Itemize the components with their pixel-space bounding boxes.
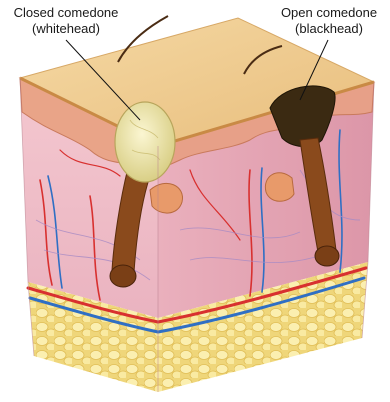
closed-comedone-bulb bbox=[110, 265, 136, 287]
whitehead-plug bbox=[115, 102, 175, 182]
sebaceous-gland-closed bbox=[150, 183, 183, 213]
open-comedone-label-line2: (blackhead) bbox=[270, 21, 388, 37]
open-comedone-label: Open comedone (blackhead) bbox=[270, 5, 388, 37]
closed-comedone-label-line1: Closed comedone bbox=[6, 5, 126, 21]
open-comedone-bulb bbox=[315, 246, 339, 266]
sebaceous-gland-open bbox=[265, 173, 294, 202]
closed-comedone-label: Closed comedone (whitehead) bbox=[6, 5, 126, 37]
open-comedone-label-line1: Open comedone bbox=[270, 5, 388, 21]
closed-comedone-label-line2: (whitehead) bbox=[6, 21, 126, 37]
